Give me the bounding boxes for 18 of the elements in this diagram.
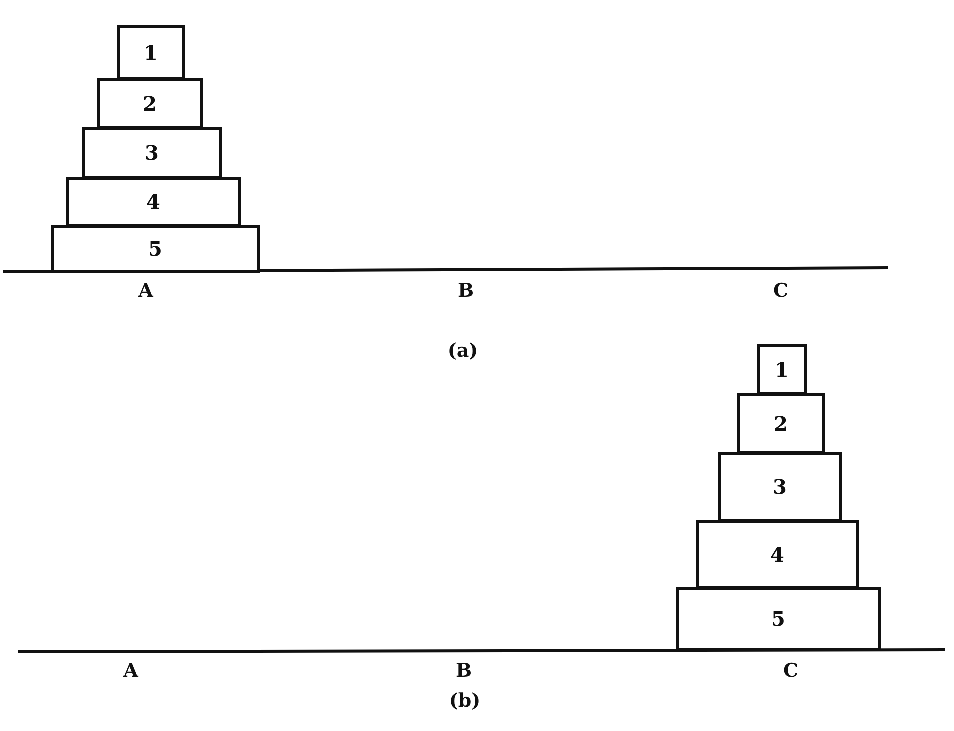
peg-label: A bbox=[124, 662, 138, 681]
figure-label: (b) bbox=[449, 692, 481, 711]
peg-label: B bbox=[458, 282, 474, 301]
disk-number: 5 bbox=[772, 609, 786, 629]
disk-number: 5 bbox=[148, 239, 162, 259]
peg-label: C bbox=[773, 282, 789, 301]
disk-number: 1 bbox=[144, 42, 158, 62]
disk-number: 3 bbox=[145, 143, 159, 163]
disk-number: 1 bbox=[775, 360, 789, 380]
disk-number: 2 bbox=[143, 94, 157, 114]
peg-label: B bbox=[456, 662, 472, 681]
disk-number: 4 bbox=[146, 192, 160, 212]
figure-label: (a) bbox=[448, 342, 478, 361]
disk-number: 4 bbox=[770, 544, 784, 564]
peg-label: C bbox=[783, 662, 799, 681]
disk-number: 3 bbox=[773, 477, 787, 497]
disk-number: 2 bbox=[774, 414, 788, 434]
peg-label: A bbox=[138, 282, 154, 301]
